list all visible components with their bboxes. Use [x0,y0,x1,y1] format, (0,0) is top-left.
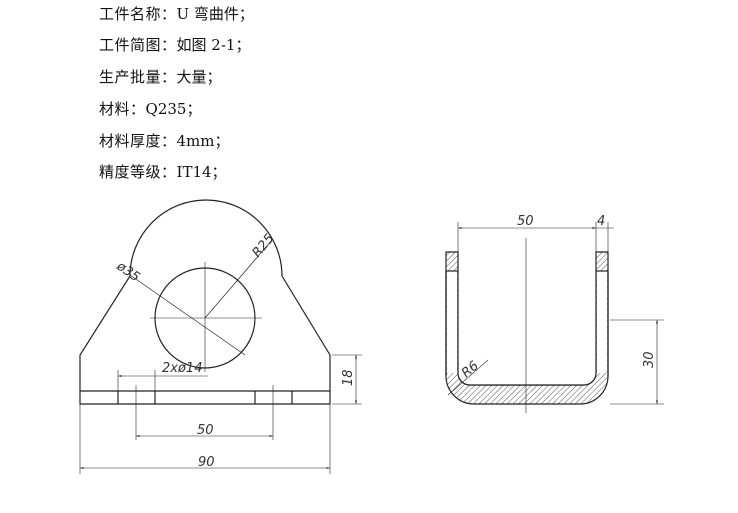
spec-value: 4mm； [176,132,230,150]
spec-label: 精度等级： [99,163,177,181]
spec-line-precision: 精度等级：IT14； [99,163,227,181]
spec-line-thickness: 材料厚度：4mm； [99,132,230,150]
spec-value: Q235； [145,100,202,118]
spec-value: 如图 2-1； [176,36,251,54]
small-holes-label: 2xø14 [162,361,202,376]
side-view [445,222,664,413]
spec-label: 工件名称： [99,5,177,23]
front-view [79,199,362,474]
spec-value: 大量； [176,68,222,86]
spec-value: U 弯曲件； [176,5,254,23]
radius-leader-side [447,359,489,396]
radius-label: R25 [250,231,278,260]
u-inner [457,271,597,386]
inner-width-label: 50 [517,214,534,229]
spec-line-name: 工件名称：U 弯曲件； [99,5,254,23]
dia-label: ø35 [113,258,142,285]
side-height-label: 30 [642,351,657,368]
spec-label: 工件简图： [99,36,177,54]
dia-leader [129,274,246,356]
front-outline [79,199,331,405]
spec-line-sketch: 工件简图：如图 2-1； [99,36,250,54]
thickness-label: 4 [597,214,605,229]
spec-label: 生产批量： [99,68,177,86]
spec-label: 材料： [99,100,146,118]
spec-line-material: 材料：Q235； [99,100,201,118]
width-label: 90 [198,455,215,470]
radius-leader [204,239,273,319]
spec-value: IT14； [176,163,227,181]
spec-label: 材料厚度： [99,132,177,150]
height-label: 18 [341,369,356,386]
spec-line-batch: 生产批量：大量； [99,68,222,86]
spacing-label: 50 [197,423,214,438]
